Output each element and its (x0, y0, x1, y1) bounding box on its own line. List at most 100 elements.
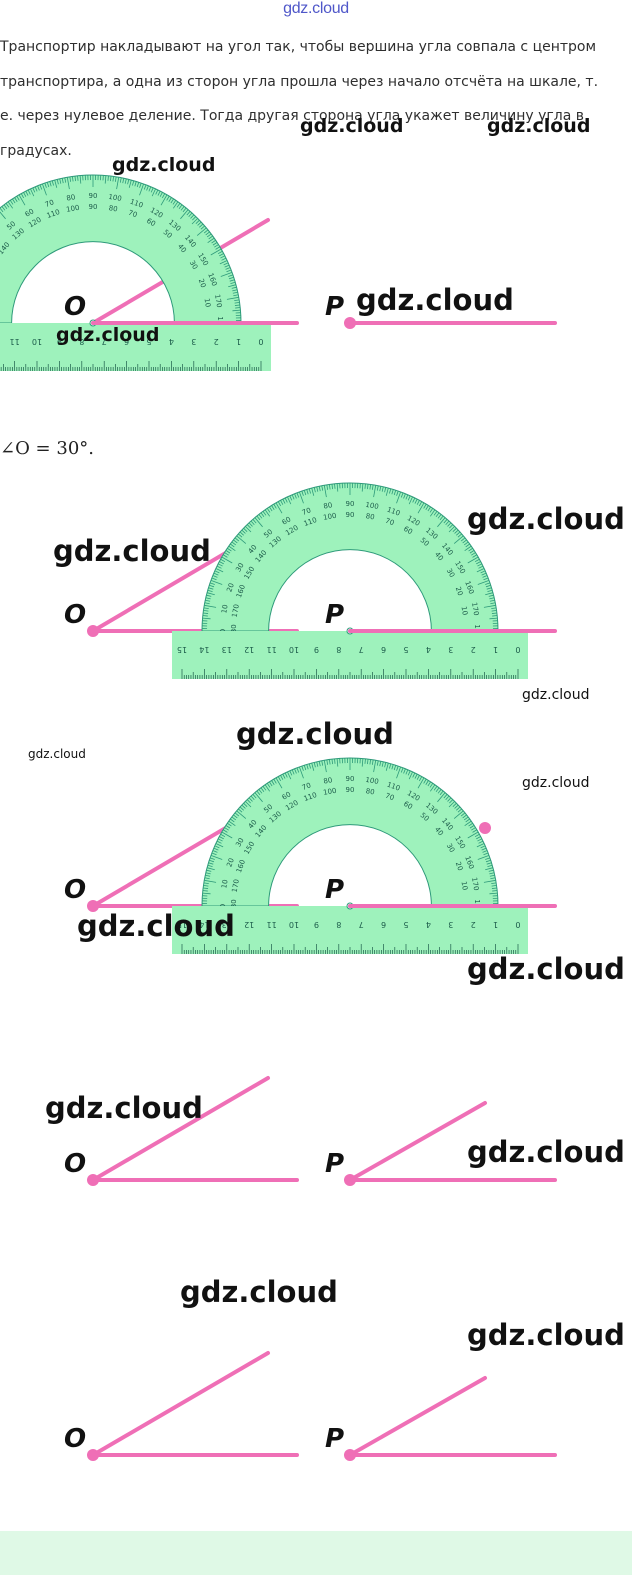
site-header[interactable]: gdz.cloud (283, 0, 349, 17)
protractor-tick (336, 758, 339, 767)
protractor-tick (205, 874, 211, 877)
protractor-outer-label: 10 (220, 604, 229, 614)
protractor-outer-label: 90 (89, 192, 98, 200)
protractor-tick (224, 827, 229, 831)
watermark: gdz.cloud (467, 1318, 625, 1352)
protractor-tick (417, 502, 425, 514)
protractor-tick (209, 582, 215, 585)
protractor-tick (490, 602, 496, 605)
protractor-tick (234, 299, 240, 302)
ruler-label: 8 (336, 920, 341, 929)
protractor-tick (219, 260, 228, 265)
protractor-tick (146, 185, 149, 191)
protractor-tick (66, 177, 70, 190)
ruler-label: 10 (289, 920, 299, 929)
protractor-tick (467, 831, 479, 839)
protractor-tick (228, 274, 234, 277)
protractor-inner-label: 80 (108, 204, 118, 213)
protractor-tick (488, 869, 494, 872)
protractor-tick (291, 494, 295, 500)
protractor-inner-label: 30 (445, 842, 456, 854)
protractor-tick (445, 520, 450, 525)
protractor-tick (151, 188, 156, 197)
protractor-tick (219, 836, 224, 840)
protractor-tick (230, 543, 235, 548)
protractor-tick (313, 487, 316, 493)
protractor-tick (150, 187, 154, 193)
protractor-outer-label: 10 (220, 879, 229, 889)
protractor-tick (148, 186, 152, 192)
protractor-tick (233, 539, 238, 544)
protractor-body (201, 482, 499, 632)
protractor-inner-label: 90 (89, 203, 98, 211)
watermark: gdz.cloud (300, 115, 404, 137)
protractor-tick (367, 484, 369, 490)
protractor-body (0, 174, 242, 324)
protractor-tick (122, 178, 125, 184)
protractor-tick (172, 201, 179, 209)
protractor-tick (483, 879, 496, 883)
protractor-tick (452, 527, 457, 532)
protractor-tick (491, 610, 497, 612)
protractor-tick (215, 843, 224, 848)
protractor-tick (391, 489, 394, 495)
watermark: gdz.cloud (467, 1135, 625, 1169)
protractor-tick (250, 795, 255, 800)
protractor-tick (134, 181, 137, 187)
protractor-outer-label: 60 (281, 790, 293, 801)
protractor-tick (435, 787, 440, 793)
ray-o-side (91, 1076, 270, 1182)
protractor-outer-label: 90 (346, 775, 355, 783)
protractor-tick (469, 825, 475, 829)
paragraph-line-4: градусах. (0, 142, 72, 159)
ruler-label: 9 (314, 645, 319, 654)
protractor-tick (161, 193, 166, 199)
protractor-tick (176, 203, 181, 208)
protractor-tick (273, 503, 277, 509)
protractor-tick (460, 537, 466, 542)
protractor-tick (32, 187, 36, 193)
protractor-tick (231, 286, 237, 289)
protractor-tick (219, 561, 224, 565)
ruler-label: 1 (493, 920, 498, 929)
protractor-inner-label: 20 (454, 586, 465, 597)
protractor-tick (236, 535, 247, 544)
protractor-on-o: 0102030405060708090100110120130140150160… (0, 174, 271, 371)
ruler-label: 12 (244, 920, 254, 929)
protractor-tick (321, 485, 324, 491)
protractor-tick (485, 582, 491, 585)
protractor-tick (287, 496, 292, 505)
protractor-tick (266, 508, 271, 513)
protractor-tick (389, 488, 392, 494)
protractor-tick (232, 291, 238, 294)
protractor-tick (443, 794, 448, 799)
protractor-tick (301, 490, 304, 496)
protractor-tick (214, 570, 220, 574)
protractor-tick (379, 486, 382, 492)
protractor-tick (203, 229, 209, 234)
protractor-tick (489, 599, 495, 602)
ruler-label: 13 (222, 920, 232, 929)
protractor-tick (373, 485, 377, 498)
protractor-tick (445, 795, 450, 800)
protractor-tick (412, 497, 416, 503)
protractor-tick (384, 487, 387, 493)
ruler-label: 6 (381, 645, 386, 654)
protractor-tick (132, 180, 135, 186)
protractor-tick (209, 857, 215, 860)
ruler-label: 4 (426, 920, 431, 929)
protractor-tick (30, 188, 35, 197)
protractor-tick (367, 759, 369, 765)
protractor-body (201, 757, 499, 907)
protractor-tick (250, 520, 255, 525)
protractor-tick (200, 225, 205, 230)
protractor-tick (280, 500, 284, 505)
protractor-tick (209, 584, 215, 588)
protractor-tick (291, 769, 295, 775)
protractor-tick (234, 812, 240, 817)
ruler-label: 2 (214, 337, 219, 346)
protractor-tick (203, 887, 209, 889)
protractor-tick (227, 547, 232, 552)
protractor-tick (407, 495, 411, 501)
protractor-tick (429, 783, 434, 788)
